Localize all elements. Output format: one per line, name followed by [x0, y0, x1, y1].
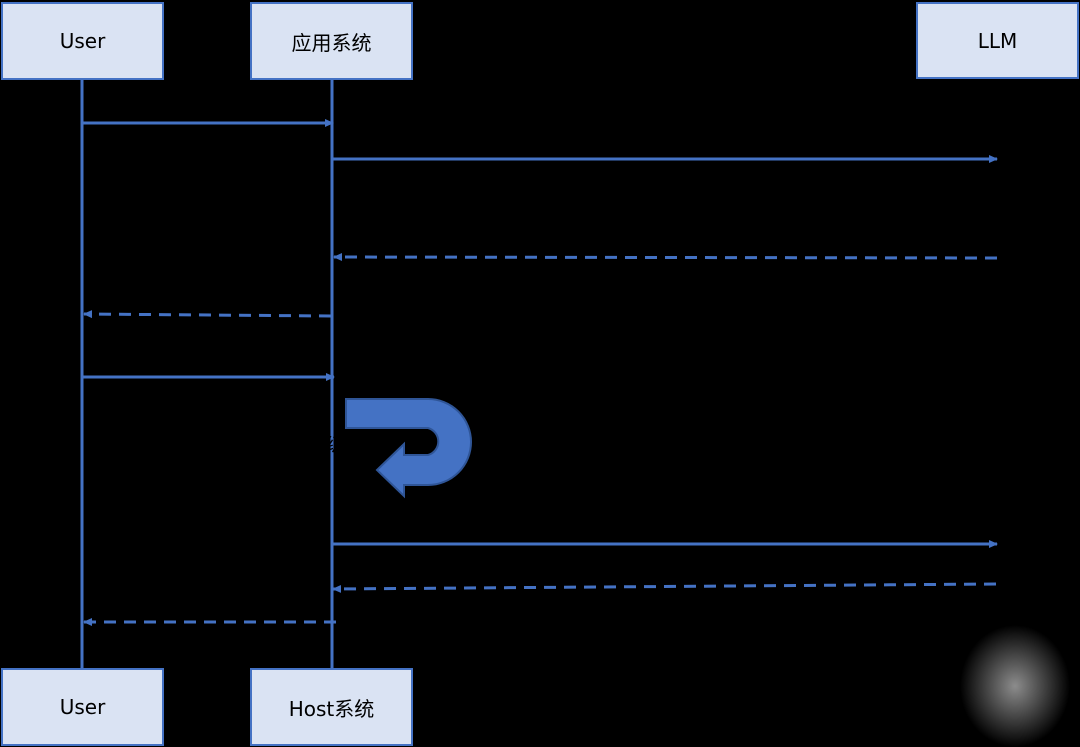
actor-host-system-bottom: Host系统 [250, 668, 413, 746]
actor-llm-top: LLM [916, 2, 1079, 79]
actor-user-bottom: User [1, 668, 164, 746]
actor-app-system-top: 应用系统 [250, 2, 413, 80]
actor-user-top: User [1, 2, 164, 80]
glitch-character: 级 [326, 436, 336, 456]
message-4-app-to-user-return [83, 310, 332, 319]
message-3-llm-to-app-return [333, 253, 998, 262]
u-turn-arrow-icon [345, 398, 472, 499]
message-8-llm-to-app-return [332, 582, 997, 593]
watermark-glow [960, 625, 1070, 747]
